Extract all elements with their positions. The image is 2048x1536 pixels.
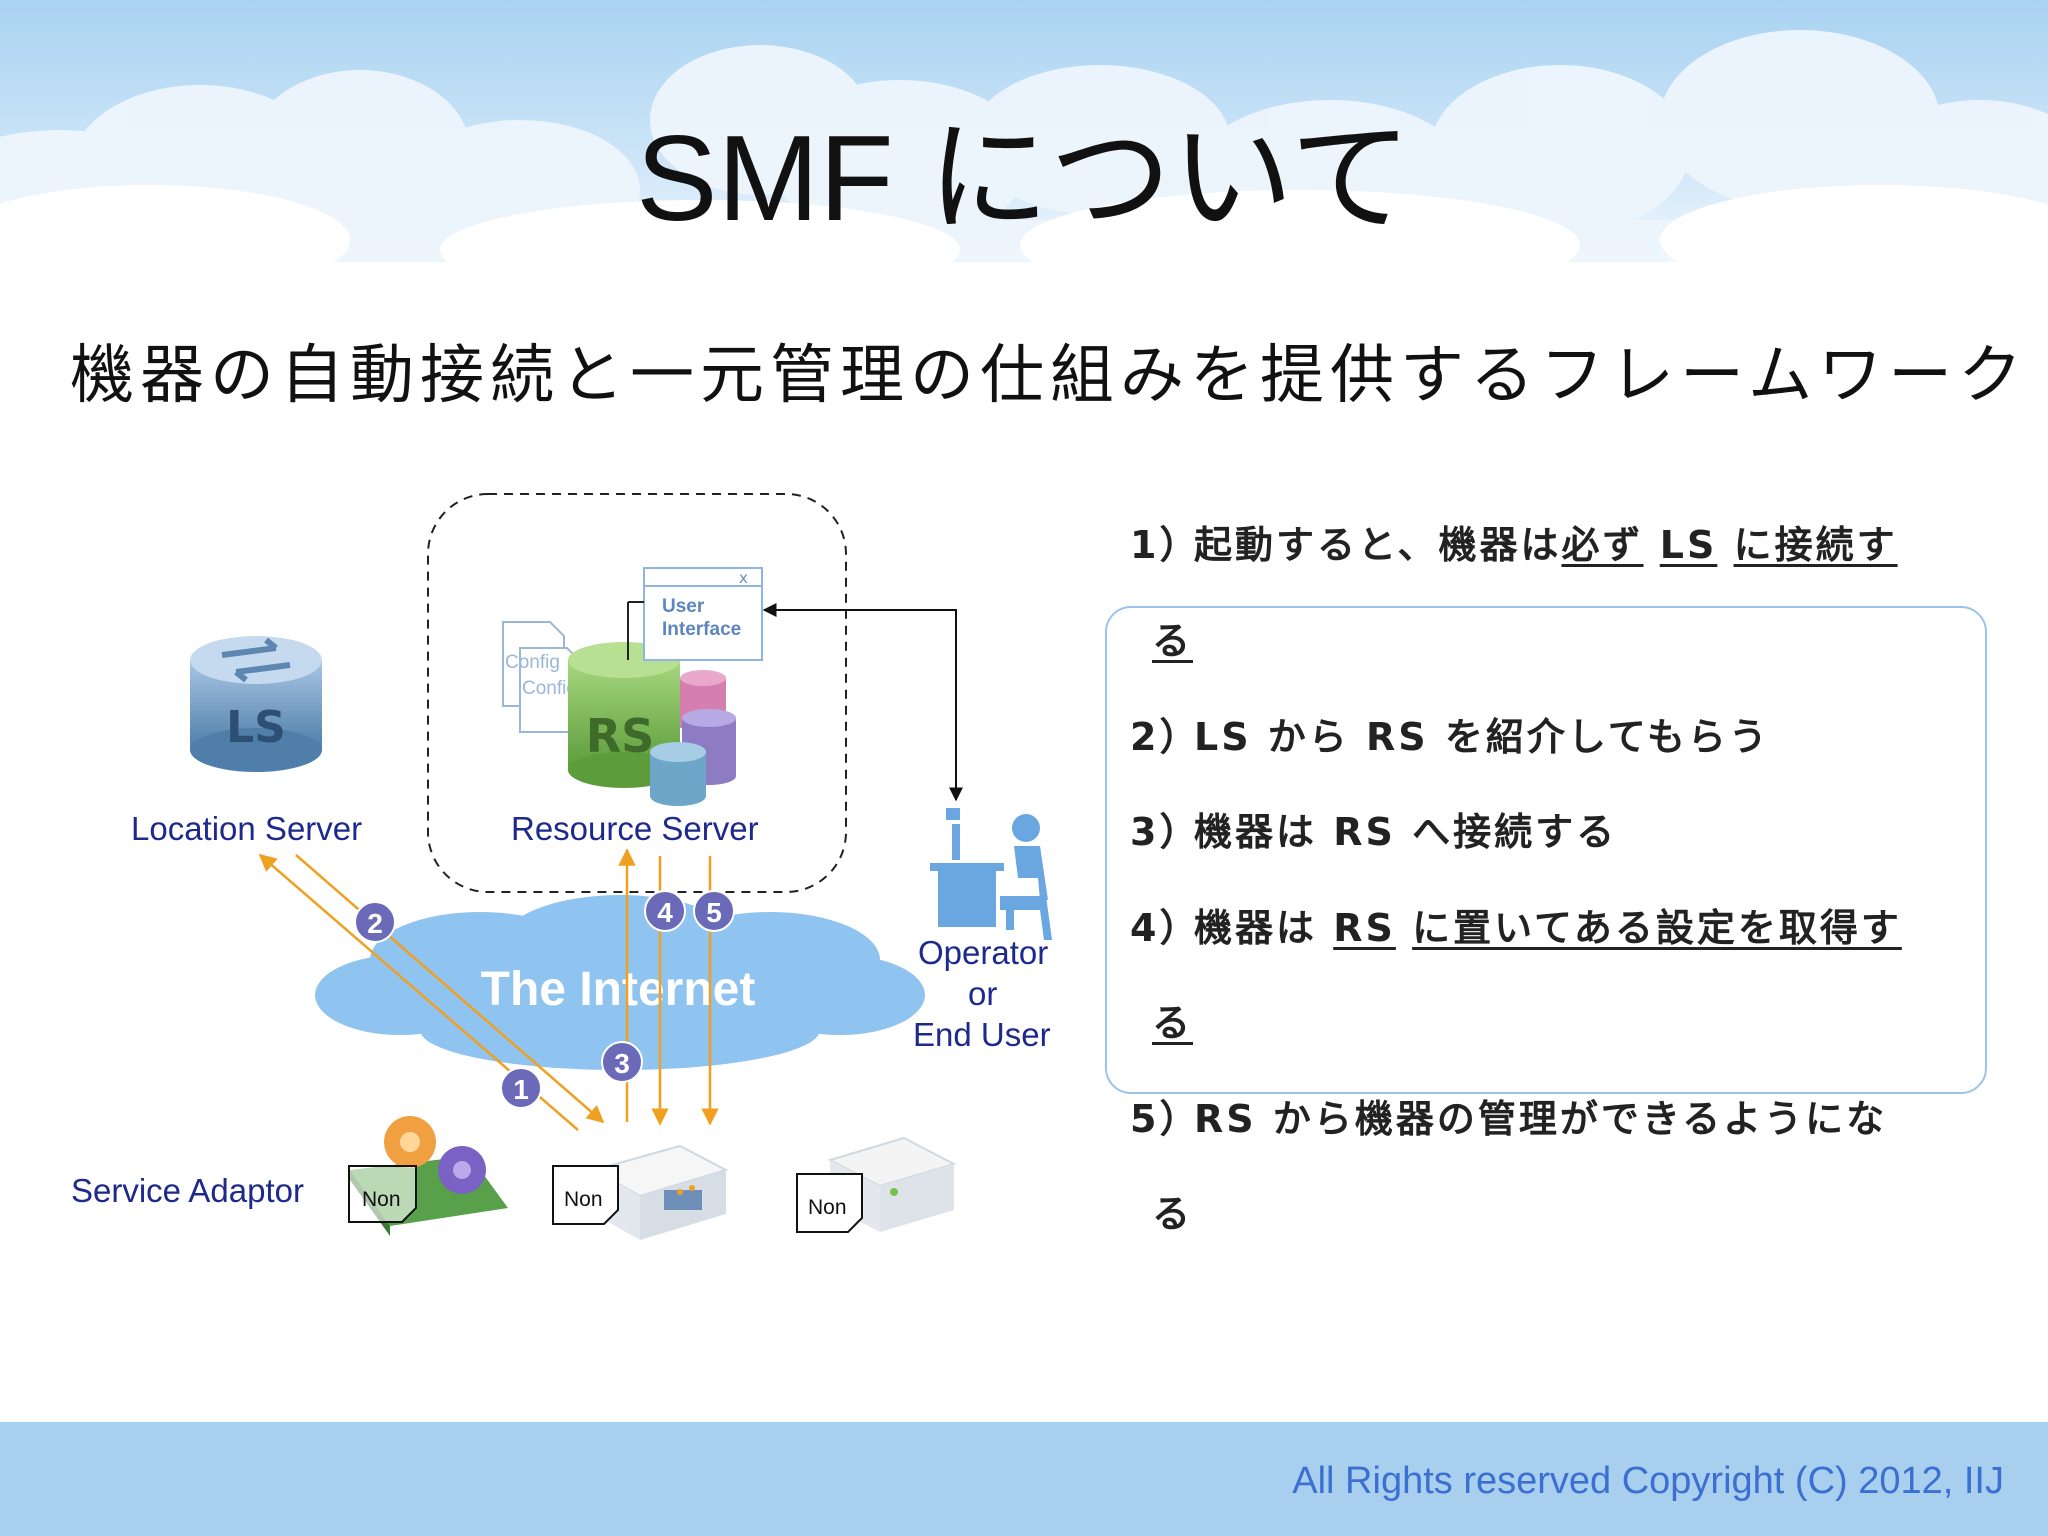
steps-highlight-box: [1105, 606, 1987, 1094]
step-badge-1: 1: [500, 1067, 542, 1109]
slide-title: SMF について: [636, 110, 1412, 246]
step-5-continuation: る: [1152, 1192, 1194, 1236]
service-adaptor-label: Service Adaptor: [71, 1172, 304, 1209]
ui-operator-arrow: [762, 603, 963, 802]
svg-text:4: 4: [657, 897, 673, 928]
operator-label-line3: End User: [913, 1016, 1051, 1053]
step-badge-4: 4: [644, 890, 686, 932]
step-badge-2: 2: [354, 901, 396, 943]
location-server-icon: LS: [190, 636, 322, 772]
document-icon-3: Non: [796, 1173, 863, 1233]
step-4-continuation: る: [1152, 1001, 1194, 1045]
rs-icon-text: RS: [586, 709, 655, 763]
svg-text:Interface: Interface: [662, 619, 741, 640]
svg-text:Non: Non: [362, 1188, 401, 1211]
svg-text:Config: Config: [505, 652, 560, 673]
svg-text:3: 3: [614, 1048, 630, 1079]
svg-text:Non: Non: [808, 1196, 847, 1219]
slide-subtitle: 機器の自動接続と一元管理の仕組みを提供するフレームワーク: [70, 339, 2029, 413]
resource-server-icon: RS: [568, 642, 736, 806]
step-1-continuation: る: [1152, 619, 1194, 663]
config-file-icon: Config Config: [502, 621, 582, 733]
svg-text:Config: Config: [522, 678, 577, 699]
user-interface-window: x User Interface: [627, 567, 763, 661]
copyright-notice: All Rights reserved Copyright (C) 2012, …: [1292, 1460, 2004, 1502]
svg-text:5: 5: [706, 897, 722, 928]
ls-icon-text: LS: [226, 702, 286, 753]
internet-label: The Internet: [481, 963, 756, 1016]
step-badge-5: 5: [693, 890, 735, 932]
operator-label-line1: Operator: [918, 934, 1049, 971]
svg-text:Non: Non: [564, 1188, 603, 1211]
resource-server-label: Resource Server: [511, 810, 759, 847]
step-5-line: 5）RS から機器の管理ができるようにな: [1130, 1097, 1888, 1141]
operator-icon: [930, 808, 1052, 940]
step-1-line: 1）起動すると、機器は必ず LS に接続す: [1130, 523, 1898, 567]
step-2-line: 2）LS から RS を紹介してもらう: [1130, 715, 1770, 759]
step-4-line: 4）機器は RS に置いてある設定を取得す: [1130, 906, 1902, 950]
step-3-line: 3）機器は RS へ接続する: [1130, 810, 1618, 854]
location-server-label: Location Server: [131, 810, 363, 847]
svg-text:2: 2: [367, 908, 383, 939]
ui-close-icon: x: [739, 569, 748, 587]
footer-band: [0, 1422, 2048, 1536]
document-icon-1: Non: [348, 1165, 417, 1223]
step-badge-3: 3: [601, 1041, 643, 1083]
cloud-sky-background: [0, 0, 2048, 300]
architecture-diagram: The Internet LS Config Config RS: [0, 470, 1100, 1270]
svg-text:User: User: [662, 596, 705, 617]
svg-text:1: 1: [513, 1074, 529, 1105]
operator-label-line2: or: [968, 975, 998, 1012]
document-icon-2: Non: [552, 1165, 619, 1225]
